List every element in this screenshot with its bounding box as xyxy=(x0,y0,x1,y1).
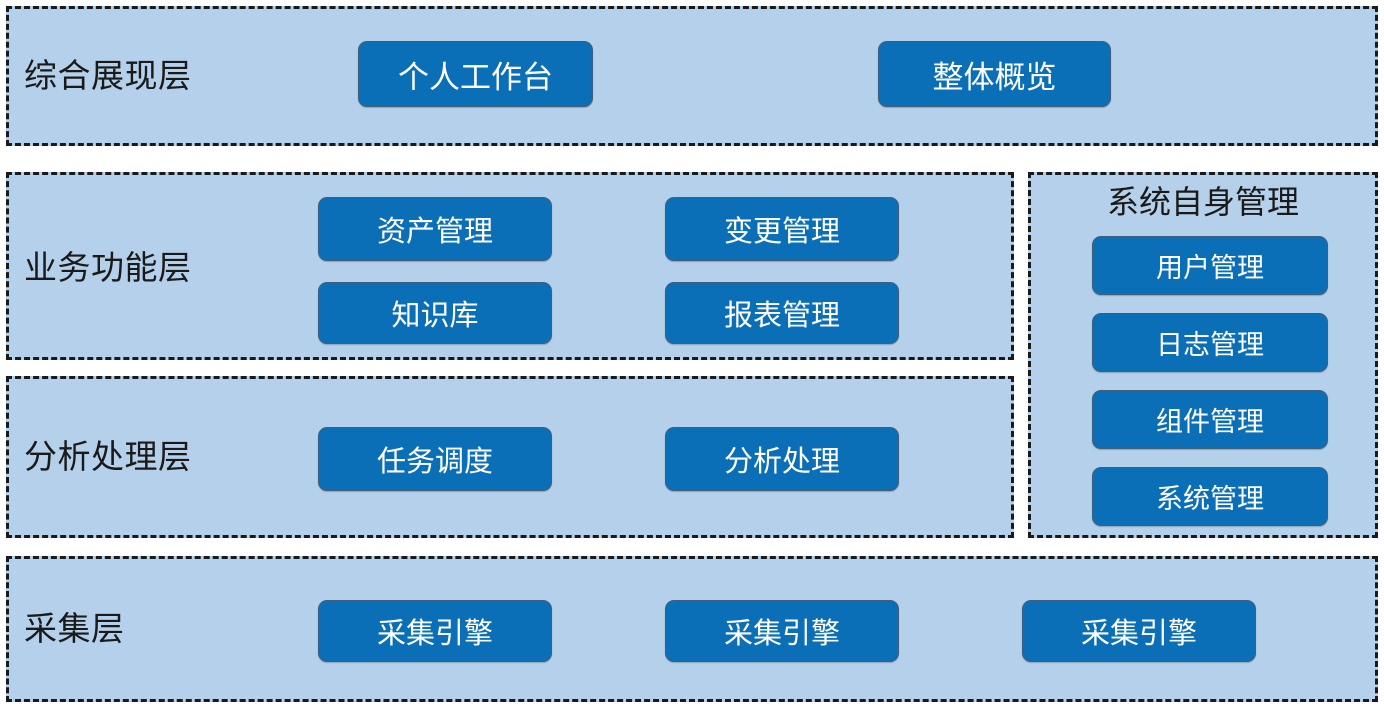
node-user-management[interactable]: 用户管理 xyxy=(1092,236,1328,295)
node-component-management[interactable]: 组件管理 xyxy=(1092,390,1328,449)
node-knowledge-base[interactable]: 知识库 xyxy=(318,282,552,344)
node-collection-engine-1[interactable]: 采集引擎 xyxy=(318,600,552,662)
node-report-management[interactable]: 报表管理 xyxy=(665,282,899,344)
node-personal-workbench[interactable]: 个人工作台 xyxy=(358,41,593,107)
layer-label-presentation: 综合展现层 xyxy=(24,57,192,94)
layer-label-collection: 采集层 xyxy=(24,610,125,647)
layer-label-business: 业务功能层 xyxy=(24,249,192,286)
node-collection-engine-3[interactable]: 采集引擎 xyxy=(1022,600,1256,662)
layer-label-analysis: 分析处理层 xyxy=(24,438,192,475)
node-task-scheduling[interactable]: 任务调度 xyxy=(318,427,552,491)
node-change-management[interactable]: 变更管理 xyxy=(665,197,899,261)
node-system-management[interactable]: 系统管理 xyxy=(1092,467,1328,526)
node-asset-management[interactable]: 资产管理 xyxy=(318,197,552,261)
node-overall-overview[interactable]: 整体概览 xyxy=(878,41,1111,107)
node-log-management[interactable]: 日志管理 xyxy=(1092,313,1328,372)
node-analysis-processing[interactable]: 分析处理 xyxy=(665,427,899,491)
system-management-title: 系统自身管理 xyxy=(1106,184,1299,220)
node-collection-engine-2[interactable]: 采集引擎 xyxy=(665,600,899,662)
panel-presentation-layer xyxy=(6,6,1378,146)
